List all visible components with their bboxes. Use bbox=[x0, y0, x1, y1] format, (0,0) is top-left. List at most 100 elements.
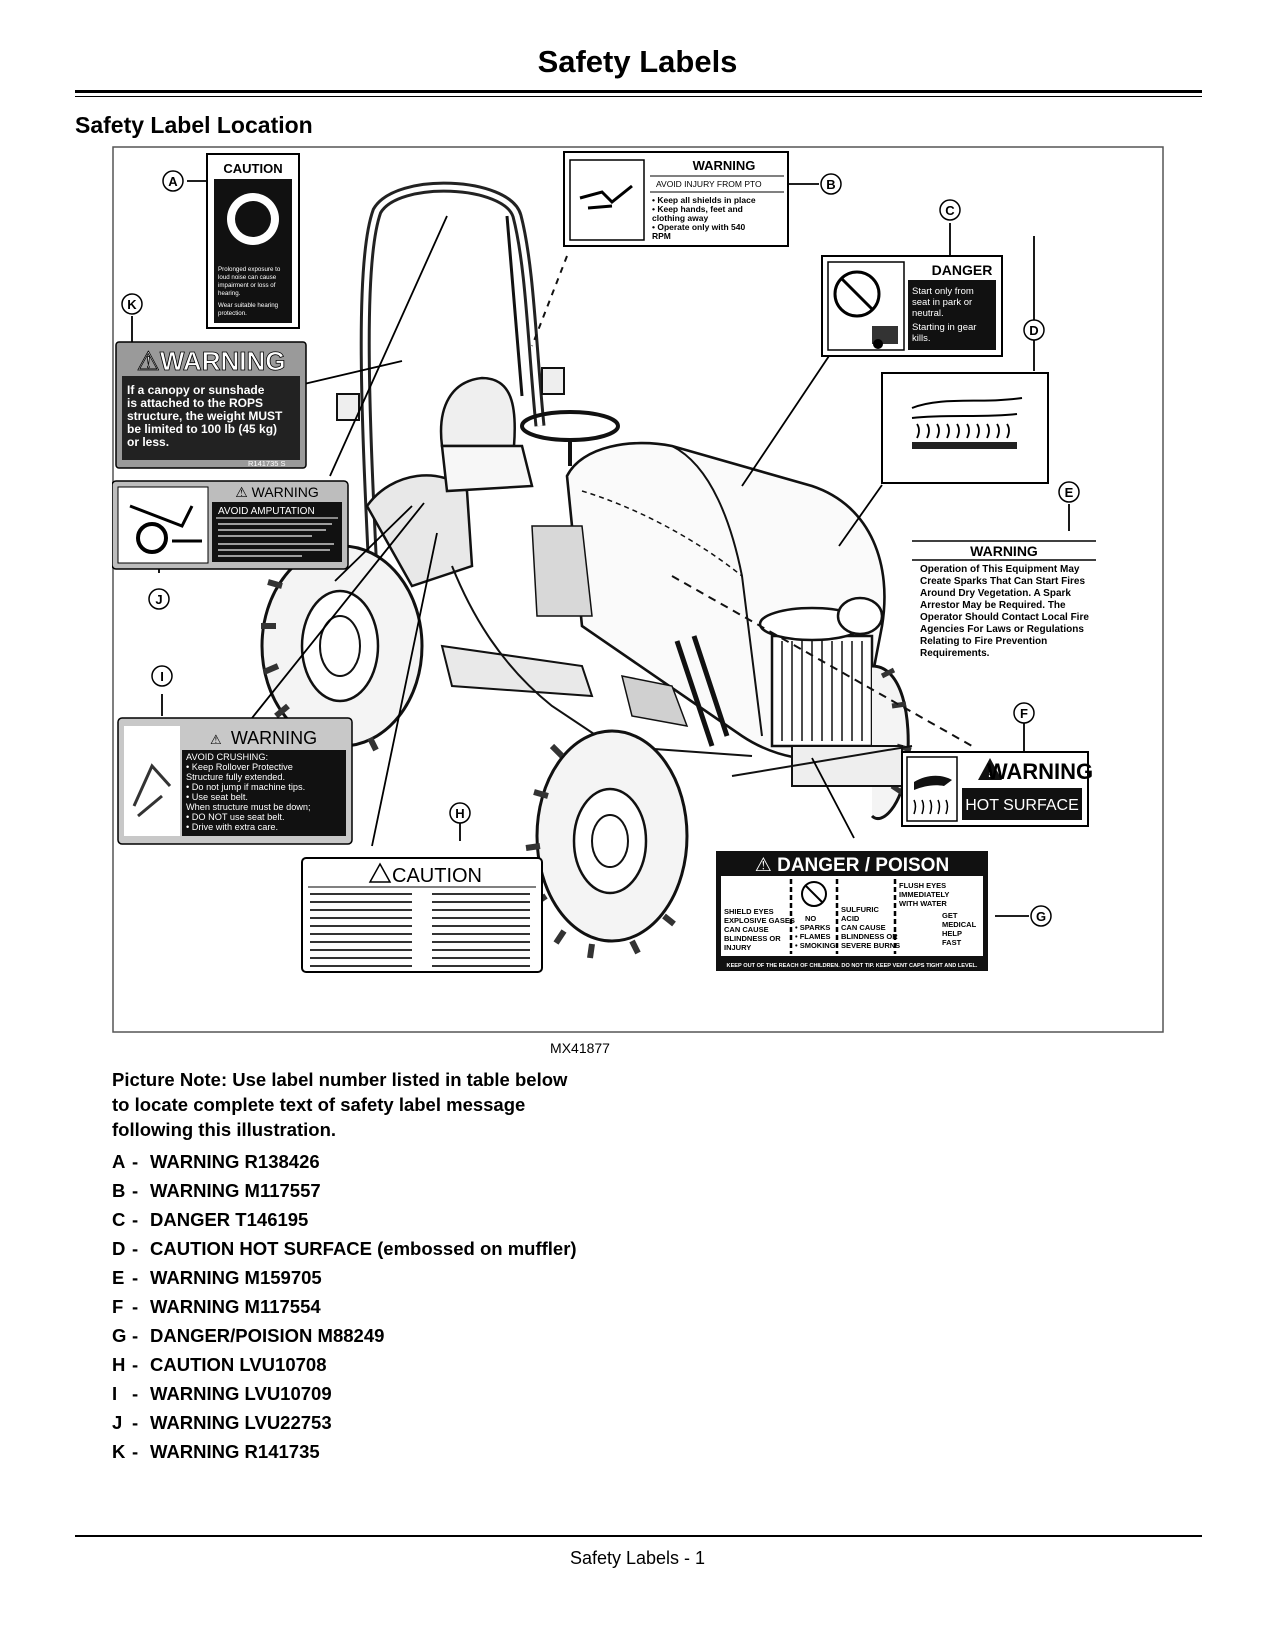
label-letter: H bbox=[112, 1354, 126, 1375]
label-text: WARNING M117557 bbox=[150, 1180, 321, 1201]
svg-text:WARNING: WARNING bbox=[231, 728, 317, 748]
callout-c: C bbox=[939, 199, 961, 221]
svg-text:AVOID AMPUTATION: AVOID AMPUTATION bbox=[218, 506, 315, 517]
decal-a-caution: CAUTION Prolonged exposure to loud noise… bbox=[206, 153, 300, 329]
picture-note: Picture Note: Use label number listed in… bbox=[112, 1069, 568, 1140]
svg-text:HOT SURFACE: HOT SURFACE bbox=[965, 797, 1079, 814]
svg-text:K: K bbox=[127, 297, 137, 312]
svg-text:CAUTION: CAUTION bbox=[223, 161, 282, 176]
decal-b-warning-pto: WARNING AVOID INJURY FROM PTO • Keep all… bbox=[563, 151, 789, 247]
decal-g-danger-poison: ⚠ DANGER / POISON SHIELD EYES EXPLOSIVE … bbox=[716, 851, 988, 971]
callout-j: J bbox=[148, 588, 170, 610]
list-item: E-WARNING M159705 bbox=[112, 1267, 322, 1288]
label-text: CAUTION HOT SURFACE (embossed on muffler… bbox=[150, 1238, 577, 1259]
header-rule bbox=[75, 90, 1202, 93]
decal-k-warning-canopy: ⚠WARNING If a canopy or sunshade is atta… bbox=[115, 341, 307, 469]
list-item: H-CAUTION LVU10708 bbox=[112, 1354, 327, 1375]
svg-text:D: D bbox=[1029, 323, 1038, 338]
decal-i-warning-crushing: ⚠ WARNING AVOID CRUSHING: • Keep Rollove… bbox=[117, 717, 353, 845]
footer-rule bbox=[75, 1535, 1202, 1537]
decal-f-warning-hot-surface: ! WARNING HOT SURFACE bbox=[901, 751, 1093, 827]
callout-i: I bbox=[151, 665, 173, 687]
list-item: K-WARNING R141735 bbox=[112, 1441, 320, 1462]
svg-text:⚠ DANGER / POISON: ⚠ DANGER / POISON bbox=[755, 855, 949, 876]
safety-label-list: A-WARNING R138426 B-WARNING M117557 C-DA… bbox=[112, 1149, 582, 1468]
list-item: D-CAUTION HOT SURFACE (embossed on muffl… bbox=[112, 1238, 577, 1259]
label-letter: K bbox=[112, 1441, 126, 1462]
label-text: WARNING R138426 bbox=[150, 1151, 320, 1172]
label-text: WARNING LVU10709 bbox=[150, 1383, 332, 1404]
callout-e: E bbox=[1058, 481, 1080, 503]
svg-text:AVOID CRUSHING: • Keep R: AVOID CRUSHING: • Keep Rollover Protecti… bbox=[186, 752, 313, 832]
label-text: DANGER T146195 bbox=[150, 1209, 309, 1230]
section-heading: Safety Label Location bbox=[75, 112, 313, 138]
svg-text:H: H bbox=[455, 806, 464, 821]
svg-text:WARNING: WARNING bbox=[970, 543, 1038, 559]
label-letter: F bbox=[112, 1296, 124, 1317]
callout-b: B bbox=[820, 173, 842, 195]
list-item: C-DANGER T146195 bbox=[112, 1209, 309, 1230]
svg-text:SULFURIC ACID CAN: SULFURIC ACID CAN CAUSE BLINDNESS OR SEV… bbox=[841, 905, 900, 950]
label-text: WARNING M159705 bbox=[150, 1267, 322, 1288]
svg-text:SHIELD EYES EXPLOSIVE GA: SHIELD EYES EXPLOSIVE GASES CAN CAUSE BL… bbox=[724, 907, 797, 952]
label-text: DANGER/POISION M88249 bbox=[150, 1325, 385, 1346]
page-footer: Safety Labels - 1 bbox=[569, 1548, 706, 1568]
svg-text:I: I bbox=[160, 669, 164, 684]
svg-text:⚠: ⚠ bbox=[210, 732, 222, 747]
list-item: B-WARNING M117557 bbox=[112, 1180, 321, 1201]
figure-id: MX41877 bbox=[550, 1040, 610, 1056]
decal-h-caution: CAUTION bbox=[301, 857, 543, 973]
svg-text:• Keep all shields in place: • Keep all shields in place • Keep hands… bbox=[652, 195, 758, 241]
svg-text:J: J bbox=[155, 592, 162, 607]
label-letter: B bbox=[112, 1180, 126, 1201]
svg-text:If a canopy or sunshade: If a canopy or sunshade is attached to t… bbox=[127, 383, 286, 449]
svg-text:DANGER: DANGER bbox=[932, 262, 993, 278]
callout-f: F bbox=[1013, 702, 1035, 724]
list-item: F-WARNING M117554 bbox=[112, 1296, 321, 1317]
svg-text:WARNING: WARNING bbox=[693, 158, 756, 173]
decal-d-hot-surface bbox=[881, 372, 1049, 484]
svg-text:⚠WARNING: ⚠WARNING bbox=[137, 346, 286, 376]
label-text: WARNING LVU22753 bbox=[150, 1412, 332, 1433]
list-item: I-WARNING LVU10709 bbox=[112, 1383, 332, 1404]
svg-text:KEEP OUT OF THE REACH OF CHILD: KEEP OUT OF THE REACH OF CHILDREN. DO NO… bbox=[727, 963, 978, 969]
safety-label-location-figure: CAUTION Prolonged exposure to loud noise… bbox=[112, 146, 1164, 1033]
label-letter: D bbox=[112, 1238, 126, 1259]
decal-c-danger-start: DANGER Start only from seat in park or n… bbox=[821, 255, 1003, 357]
svg-text:Prolonged exposure to lo: Prolonged exposure to loud noise can cau… bbox=[218, 266, 282, 317]
decal-j-warning-amputation: ⚠ WARNING AVOID AMPUTATION bbox=[112, 480, 349, 570]
svg-text:Operation of This Equipment Ma: Operation of This Equipment May Create S… bbox=[920, 564, 1092, 659]
svg-text:E: E bbox=[1065, 485, 1074, 500]
svg-text:Start only from seat in: Start only from seat in park or neutral.… bbox=[912, 286, 979, 344]
svg-text:WARNING: WARNING bbox=[987, 759, 1093, 784]
callout-a: A bbox=[162, 170, 184, 192]
label-text: WARNING R141735 bbox=[150, 1441, 320, 1462]
list-item: J-WARNING LVU22753 bbox=[112, 1412, 332, 1433]
svg-text:B: B bbox=[826, 177, 835, 192]
svg-text:G: G bbox=[1036, 909, 1046, 924]
label-letter: I bbox=[112, 1383, 118, 1404]
svg-text:NO • SPARKS • FLAM: NO • SPARKS • FLAMES • SMOKING bbox=[795, 914, 836, 950]
svg-text:AVOID INJURY FROM PTO: AVOID INJURY FROM PTO bbox=[656, 179, 762, 189]
callout-d: D bbox=[1023, 319, 1045, 341]
list-item: G-DANGER/POISION M88249 bbox=[112, 1325, 385, 1346]
leader-lines bbox=[131, 180, 1070, 917]
svg-text:!: ! bbox=[988, 764, 993, 780]
header-rule-thin bbox=[75, 96, 1202, 97]
label-letter: E bbox=[112, 1267, 125, 1288]
callout-g: G bbox=[1030, 905, 1052, 927]
svg-text:⚠ WARNING: ⚠ WARNING bbox=[235, 484, 319, 500]
svg-text:A: A bbox=[168, 174, 178, 189]
svg-text:CAUTION: CAUTION bbox=[392, 865, 482, 887]
label-letter: A bbox=[112, 1151, 126, 1172]
tractor-drawing bbox=[260, 181, 973, 959]
page-title: Safety Labels bbox=[537, 44, 738, 79]
callout-k: K bbox=[121, 293, 143, 315]
label-text: WARNING M117554 bbox=[150, 1296, 321, 1317]
label-text: CAUTION LVU10708 bbox=[150, 1354, 327, 1375]
svg-text:C: C bbox=[945, 203, 955, 218]
label-letter: G bbox=[112, 1325, 127, 1346]
label-letter: J bbox=[112, 1412, 123, 1433]
svg-text:FLUSH EYES IMMEDIATELY: FLUSH EYES IMMEDIATELY WITH WATER GET ME… bbox=[899, 881, 978, 947]
decal-e-warning-sparks: WARNING Operation of This Equipment May … bbox=[912, 540, 1096, 671]
